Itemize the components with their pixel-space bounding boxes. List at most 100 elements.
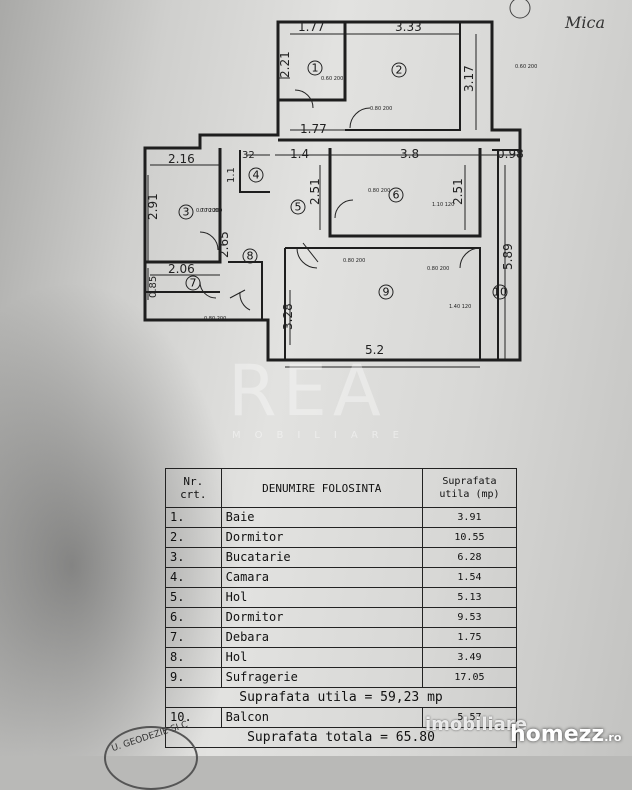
wall-balcony: [492, 149, 520, 360]
wall-bath: [278, 22, 347, 102]
door-bedroom2: [349, 107, 371, 129]
wall-bedroom6: [328, 148, 482, 238]
row-area: 1.54: [421, 567, 518, 588]
dim-2: 3.33: [395, 20, 422, 34]
dim-18: 5.89: [501, 243, 515, 270]
arrow-entrance: [229, 289, 246, 299]
row-area: 1.75: [421, 627, 518, 648]
dim-9: 0.98: [497, 147, 524, 161]
room-circle-2: [391, 62, 407, 78]
door-living: [296, 247, 318, 269]
dim-13: 2.51: [308, 178, 322, 205]
watermark-logo: REA: [228, 350, 387, 432]
header-area: Suprafata utila (mp): [421, 468, 518, 508]
row-name: Debara: [220, 627, 423, 648]
room-circle-4: [248, 167, 264, 183]
row-nr: 8.: [165, 647, 222, 668]
wall-hall8: [228, 261, 263, 320]
door-label-a: 0.60 200: [321, 76, 343, 82]
imobiliare-watermark: imobiliare: [425, 714, 527, 735]
door-label-b: 0.80 200: [370, 106, 392, 112]
dim-16: 2.06: [168, 262, 195, 276]
dim-19: 3.28: [281, 303, 295, 330]
room-circle-9: [378, 284, 394, 300]
row-name: Dormitor: [220, 527, 423, 548]
room-number-8: 8: [247, 250, 254, 263]
wall-kitchen: [145, 148, 222, 264]
dim-4: 3.17: [462, 65, 476, 92]
header-name: DENUMIRE FOLOSINTA: [220, 468, 423, 508]
areas-legend-table: Nr. crt. DENUMIRE FOLOSINTA Suprafata ut…: [165, 468, 518, 748]
door-bedroom6: [334, 199, 354, 219]
door-kitchen: [199, 231, 219, 251]
row-nr: 1.: [165, 507, 222, 528]
room-number-2: 2: [396, 64, 403, 77]
dim-5: 1.77: [300, 122, 327, 136]
door-bath: [294, 89, 314, 109]
door-label-c: 0.70 200: [196, 208, 218, 214]
dim-14: 2.51: [451, 178, 465, 205]
dim-10: 2.16: [168, 152, 195, 166]
seal-mark: [509, 0, 531, 19]
door-balcony: [459, 247, 481, 269]
room-number-3: 3: [183, 206, 190, 219]
homezz-name: homezz: [510, 722, 605, 747]
room-circle-1: [307, 60, 323, 76]
row-name: Sufragerie: [220, 667, 423, 688]
row-area: 5.13: [421, 587, 518, 608]
outer-wall: [143, 20, 522, 362]
dim-7: 1.4: [290, 147, 309, 161]
row-area: 3.91: [421, 507, 518, 528]
row-nr: 5.: [165, 587, 222, 608]
dim-3: 2.21: [278, 51, 292, 78]
row-area: 9.53: [421, 607, 518, 628]
subtotal-text: Suprafata utila = 59,23 mp: [165, 687, 517, 708]
row-name: Balcon: [220, 707, 423, 728]
wall-bedroom2: [345, 22, 461, 131]
floor-plan: 1 2 3 4 5 6 7 8 9 10 1.77 3.33 2.21 3.17…: [143, 0, 605, 441]
row-nr: 9.: [165, 667, 222, 688]
signature: Mica: [564, 13, 605, 32]
room-number-9: 9: [383, 286, 390, 299]
door-label-g: 0.80 200: [427, 266, 449, 272]
total-text: Suprafata totala = 65.80: [165, 727, 517, 748]
homezz-watermark: homezz.ro: [510, 722, 621, 747]
door-label-i: 1.40 120: [449, 304, 471, 310]
dim-6: 32: [242, 150, 255, 161]
room-circle-10: [492, 284, 508, 300]
row-name: Baie: [220, 507, 423, 528]
row-name: Camara: [220, 567, 423, 588]
door-label-h: 0.70 200: [200, 208, 222, 214]
dim-11: 1.1: [226, 167, 237, 183]
room-circle-3: [178, 204, 194, 220]
arrow-living: [302, 242, 319, 263]
dim-17: 0.85: [148, 276, 159, 298]
row-area: 6.28: [421, 547, 518, 568]
row-name: Dormitor: [220, 607, 423, 628]
row-name: Bucatarie: [220, 547, 423, 568]
dim-12: 2.91: [146, 193, 160, 220]
room-number-4: 4: [253, 169, 260, 182]
row-nr: 6.: [165, 607, 222, 628]
total-row: Suprafata totala = 65.80: [165, 727, 517, 748]
row-area: 10.55: [421, 527, 518, 548]
homezz-tld: .ro: [604, 731, 622, 744]
row-area: 3.49: [421, 647, 518, 668]
wall-camara: [239, 150, 270, 193]
dim-1: 1.77: [298, 20, 325, 34]
dimension-lines: [147, 33, 520, 368]
door-label-d: 0.80 200: [368, 188, 390, 194]
row-nr: 3.: [165, 547, 222, 568]
row-area: 17.05: [421, 667, 518, 688]
legend-header-row: Nr. crt. DENUMIRE FOLOSINTA Suprafata ut…: [165, 468, 518, 508]
header-nr: Nr. crt.: [165, 468, 222, 508]
